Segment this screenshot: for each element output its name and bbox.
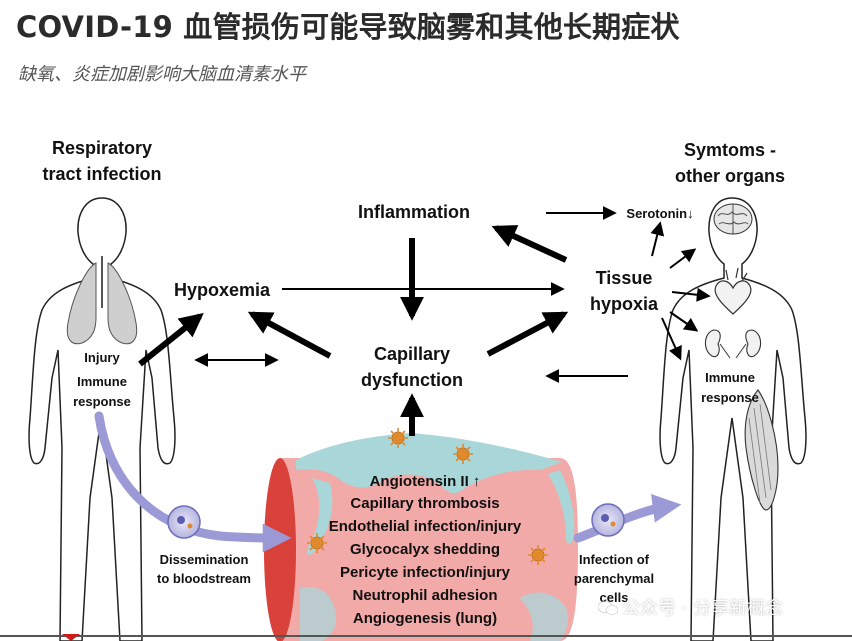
infected-cell-right — [591, 503, 625, 537]
dissemination-label: Dissemination to bloodstream — [157, 552, 251, 586]
svg-text:Immune: Immune — [77, 374, 127, 389]
infection-label: Infection of parenchymal cells — [574, 552, 654, 605]
left-lung — [66, 262, 97, 345]
covid-vascular-diagram: Respiratory tract infection Symtoms - ot… — [0, 138, 852, 641]
svg-text:Dissemination: Dissemination — [160, 552, 249, 567]
capillary-dysfunction-label: Capillary dysfunction — [361, 344, 463, 390]
tissue-hypoxia-label: Tissue hypoxia — [590, 268, 659, 314]
svg-text:Tissue: Tissue — [596, 268, 653, 288]
wechat-icon — [598, 601, 618, 615]
svg-text:Capillary thrombosis: Capillary thrombosis — [350, 495, 499, 512]
svg-text:cells: cells — [600, 590, 629, 605]
inflammation-label: Inflammation — [358, 202, 470, 222]
hypoxemia-label: Hypoxemia — [174, 280, 271, 300]
kidneys-icon — [704, 329, 762, 359]
article-subtitle: 缺氧、炎症加剧影响大脑血清素水平 — [18, 64, 306, 85]
infection-arrow — [573, 494, 682, 543]
heart-icon — [714, 267, 752, 315]
article-title: COVID-19 血管损伤可能导致脑雾和其他长期症状 — [16, 10, 680, 44]
infected-cell-left — [167, 505, 201, 539]
svg-text:hypoxia: hypoxia — [590, 294, 659, 314]
svg-text:Injury: Injury — [84, 350, 120, 365]
vessel-mechanisms-list: Angiotensin II ↑ Capillary thrombosis En… — [329, 473, 522, 627]
svg-text:dysfunction: dysfunction — [361, 370, 463, 390]
svg-text:Endothelial infection/injury: Endothelial infection/injury — [329, 518, 522, 535]
svg-text:Respiratory: Respiratory — [52, 138, 152, 158]
watermark: 公众号 · 分享新概念 — [598, 594, 783, 620]
serotonin-label: Serotonin↓ — [626, 206, 693, 221]
left-body-labels: Injury Immune response — [73, 350, 131, 409]
svg-text:other organs: other organs — [675, 166, 785, 186]
svg-text:tract infection: tract infection — [42, 164, 161, 184]
svg-text:Capillary: Capillary — [374, 344, 450, 364]
svg-text:response: response — [701, 390, 759, 405]
bottom-red-marker — [62, 634, 80, 641]
svg-text:parenchymal: parenchymal — [574, 571, 654, 586]
svg-text:Pericyte infection/injury: Pericyte infection/injury — [340, 564, 511, 581]
svg-text:Glycocalyx shedding: Glycocalyx shedding — [350, 541, 500, 558]
svg-text:response: response — [73, 394, 131, 409]
svg-text:Neutrophil adhesion: Neutrophil adhesion — [352, 587, 497, 604]
svg-text:Immune: Immune — [705, 370, 755, 385]
svg-text:Angiogenesis (lung): Angiogenesis (lung) — [353, 610, 497, 627]
muscle-icon — [744, 389, 779, 511]
svg-text:Angiotensin II ↑: Angiotensin II ↑ — [370, 473, 481, 490]
causal-arrows — [138, 206, 711, 436]
brain-icon — [713, 203, 753, 235]
svg-text:Symtoms -: Symtoms - — [684, 140, 776, 160]
right-heading: Symtoms - other organs — [675, 140, 785, 186]
left-heading: Respiratory tract infection — [42, 138, 161, 184]
right-lung — [107, 262, 138, 345]
watermark-text: 公众号 · 分享新概念 — [622, 598, 784, 619]
blood-vessel — [264, 428, 578, 641]
svg-text:to bloodstream: to bloodstream — [157, 571, 251, 586]
svg-text:Infection of: Infection of — [579, 552, 650, 567]
right-body-labels: Immune response — [701, 370, 759, 405]
right-body-figure — [659, 197, 807, 641]
